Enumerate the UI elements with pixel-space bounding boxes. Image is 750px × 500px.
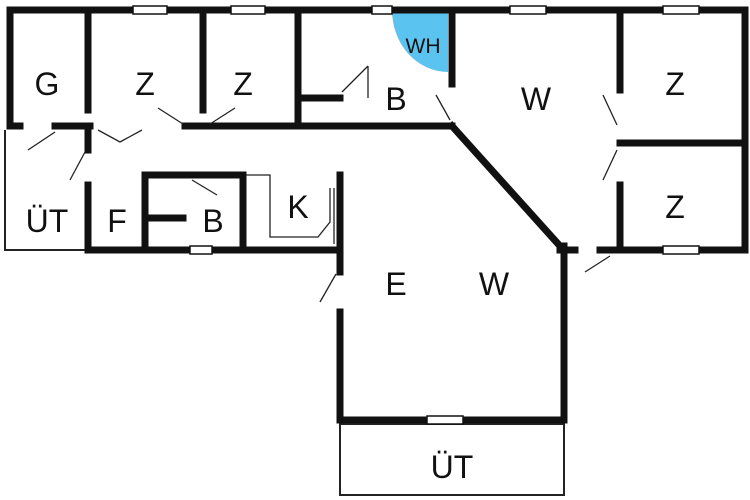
room-label-bathroom-main: B [385,81,406,117]
room-label-bedroom-4: Z [665,189,685,225]
kitchen-counter [246,174,331,238]
room-label-utility-left: ÜT [26,203,69,239]
window [662,5,700,15]
door [319,273,337,303]
window [189,245,213,255]
door [69,151,86,181]
door [97,129,143,143]
door [341,65,369,93]
door [209,107,236,125]
door [435,94,451,121]
room-label-bedroom-2: Z [233,66,253,102]
room-label-living-top: W [521,81,552,117]
door [27,131,56,151]
doors [27,65,618,303]
room-label-bedroom-3: Z [665,66,685,102]
room-label-living-main: W [479,266,510,302]
windows [132,5,700,425]
door [602,94,618,126]
utility-left-outline [4,130,85,251]
room-label-dining: E [385,266,406,302]
door [584,255,611,273]
water-heater-symbol [392,10,448,72]
room-labels: G Z Z B WH W Z Z ÜT F B K E W ÜT [26,35,685,485]
room-label-kitchen: K [287,189,308,225]
room-label-hall: F [107,203,127,239]
door [191,179,218,196]
room-label-terrace: ÜT [431,449,474,485]
window [371,5,393,15]
room-label-garage: G [35,66,60,102]
wall-diagonal [447,121,565,251]
window [662,245,700,255]
room-label-bathroom-small: B [202,203,223,239]
walls [6,6,749,424]
room-label-bedroom-1: Z [135,66,155,102]
door [602,149,618,181]
window [426,415,464,425]
window [509,5,547,15]
window [132,5,168,15]
room-label-water-heater: WH [406,35,441,58]
window [230,5,266,15]
door [157,107,184,125]
